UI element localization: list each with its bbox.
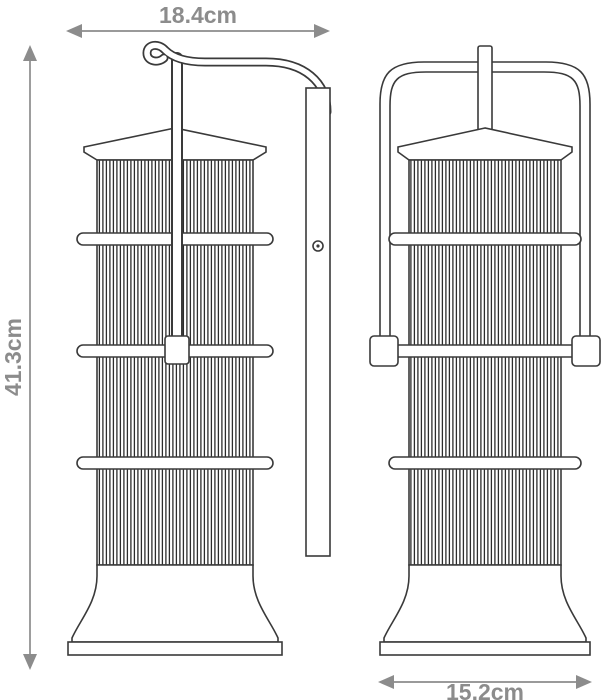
dim-top-label: 18.4cm xyxy=(159,2,237,28)
dimension-bottom-width: 15.2cm xyxy=(378,675,592,700)
front-band-bottom xyxy=(388,456,582,470)
front-ribbed-body xyxy=(408,159,562,566)
front-roof-cap xyxy=(397,127,573,161)
dimension-top-width: 18.4cm xyxy=(66,2,330,38)
dim-left-arrow-bottom xyxy=(23,654,37,670)
front-frame-clamp-left xyxy=(369,335,399,367)
side-mount-screw xyxy=(312,240,324,252)
dim-top-arrow-right xyxy=(314,24,330,38)
side-base-skirt xyxy=(71,564,279,643)
front-base-plate xyxy=(379,641,591,656)
dim-left-arrow-top xyxy=(23,45,37,61)
side-rod-connector xyxy=(164,335,190,365)
front-band-middle xyxy=(388,344,582,358)
lantern-front-view xyxy=(369,45,601,656)
dim-top-arrow-left xyxy=(66,24,82,38)
side-mount-screw-center xyxy=(316,244,320,248)
side-wall-plate xyxy=(305,87,331,557)
front-base-skirt xyxy=(383,564,587,643)
side-band-bottom xyxy=(76,456,274,470)
front-hanger-strap xyxy=(477,45,493,135)
dim-bottom-arrow-right xyxy=(576,675,592,689)
dimension-left-height: 41.3cm xyxy=(0,45,37,670)
side-base-plate xyxy=(67,641,283,656)
dim-bottom-arrow-left xyxy=(378,675,394,689)
front-frame-clamp-right xyxy=(571,335,601,367)
lantern-side-view xyxy=(67,40,332,656)
dimension-annotations: 18.4cm 41.3cm 15.2cm xyxy=(0,2,592,700)
side-scroll-arm-inner xyxy=(144,42,330,115)
dim-bottom-label: 15.2cm xyxy=(446,679,524,700)
front-band-top xyxy=(388,232,582,246)
dim-left-label: 41.3cm xyxy=(0,318,26,396)
